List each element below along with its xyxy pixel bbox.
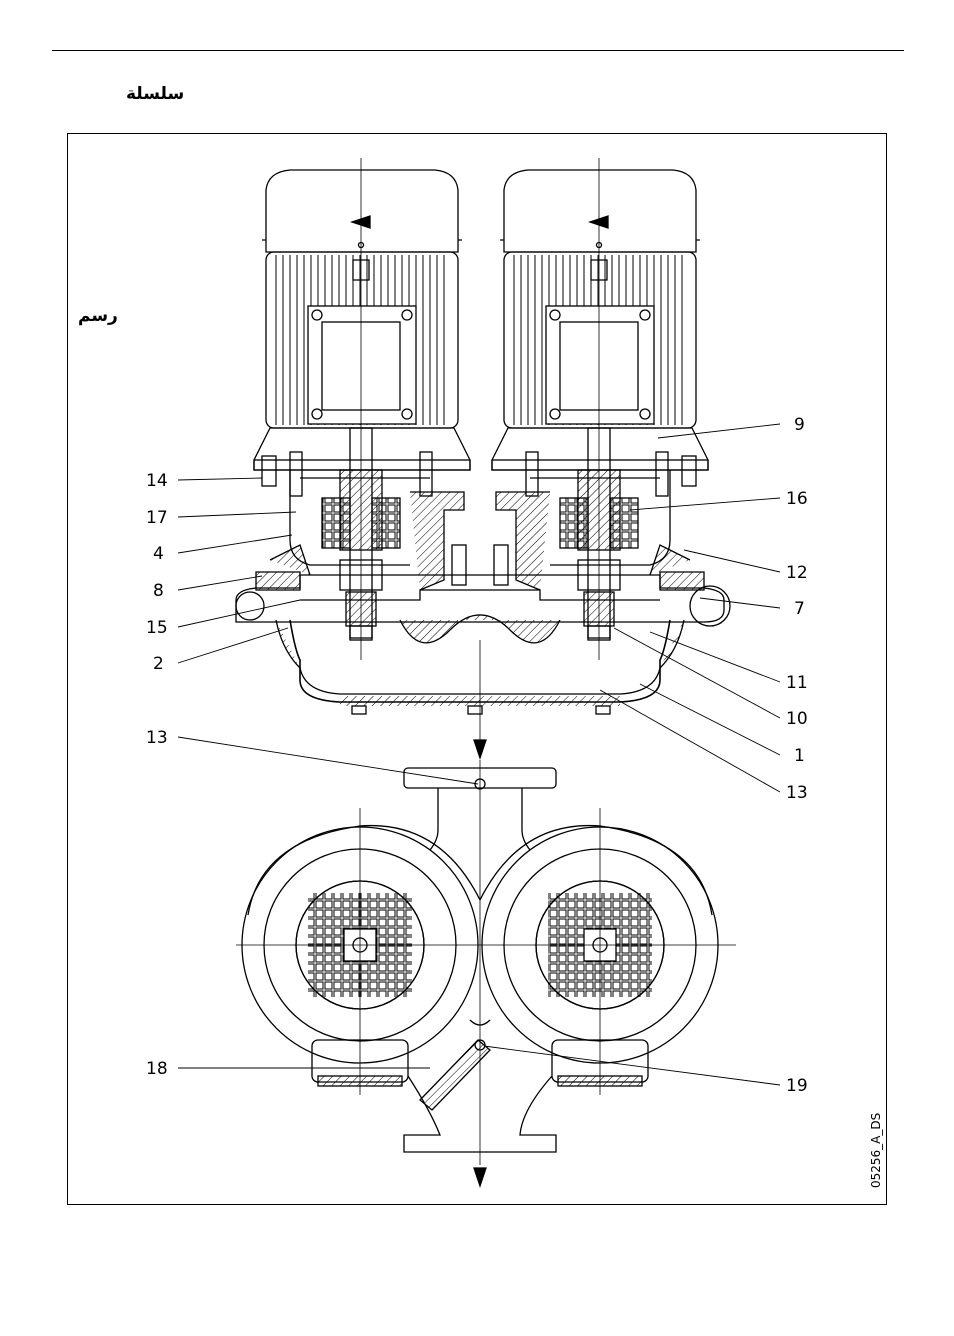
right-volute-plan	[480, 826, 718, 1063]
callout-14: 14	[146, 471, 168, 491]
callout-13-right: 13	[786, 783, 808, 803]
callouts-right: 9 16 12 7 11 10 1 13 19	[786, 415, 808, 1096]
callout-4: 4	[153, 544, 164, 564]
callout-10: 10	[786, 709, 808, 729]
callout-15: 15	[146, 618, 168, 638]
callout-8: 8	[153, 581, 164, 601]
callout-1: 1	[794, 746, 805, 766]
callout-16: 16	[786, 489, 808, 509]
callout-7: 7	[794, 599, 805, 619]
callout-18: 18	[146, 1059, 168, 1079]
callout-19: 19	[786, 1076, 808, 1096]
callout-13-left: 13	[146, 728, 168, 748]
pump-casing-section	[236, 545, 730, 714]
callouts-left: 14 17 4 8 15 2 13 18	[146, 471, 168, 1079]
flow-arrow-top-icon	[474, 740, 486, 758]
left-motor	[262, 170, 462, 428]
left-volute-plan	[242, 826, 480, 1063]
flow-arrow-bottom-icon	[474, 1168, 486, 1186]
callout-2: 2	[153, 654, 164, 674]
callout-12: 12	[786, 563, 808, 583]
callout-9: 9	[794, 415, 805, 435]
right-motor	[500, 170, 700, 428]
callout-17: 17	[146, 508, 168, 528]
drawing-code: 05256_A_DS	[869, 1113, 883, 1188]
callout-11: 11	[786, 673, 808, 693]
